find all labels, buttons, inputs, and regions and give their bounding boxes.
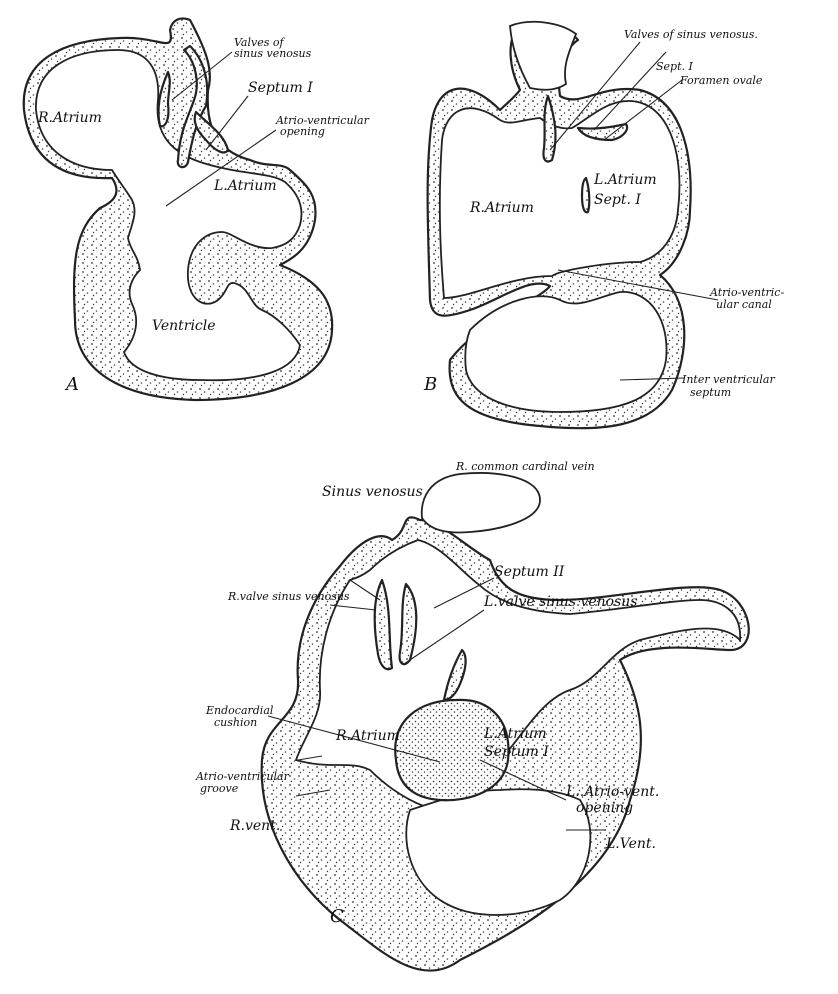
panel-c-label-endo-2: cushion	[214, 716, 257, 729]
panel-c-label-septum2: Septum II	[494, 564, 565, 580]
panel-a-label-l-atrium: L.Atrium	[213, 178, 277, 194]
panel-c-label-r-atrium: R.Atrium	[335, 728, 400, 744]
panel-c-label-sinus: Sinus venosus	[322, 484, 423, 500]
panel-c-label-groove-2: groove	[200, 782, 239, 795]
panel-c-label-r-vent: R.vent.	[229, 818, 280, 834]
panel-a-label-ventricle: Ventricle	[152, 318, 216, 334]
panel-b-ventricle-cavity	[465, 292, 666, 412]
panel-c-label-septum1: Septum I	[484, 744, 549, 760]
panel-b-label-iv-1: Inter ventricular	[681, 373, 775, 386]
panel-b-label-foramen: Foramen ovale	[679, 74, 763, 87]
panel-b-sept-mid	[582, 178, 589, 212]
panel-b-label-sept-top: Sept. I	[656, 60, 694, 73]
panel-b-label-sept-mid: Sept. I	[594, 192, 641, 208]
panel-c-ventricle-cavity	[406, 789, 590, 915]
panel-b-label-r-atrium: R.Atrium	[469, 200, 534, 216]
panel-a-label-septum: Septum I	[248, 80, 313, 96]
panel-b: Valves of sinus venosus. Sept. I Foramen…	[423, 22, 784, 428]
panel-c-label-cardinal: R. common cardinal vein	[455, 460, 595, 473]
panel-c-label-r-valve: R.valve sinus venosus	[227, 590, 350, 603]
panel-a-label-r-atrium: R.Atrium	[37, 110, 102, 126]
panel-c-label-l-atrium: L.Atrium	[483, 726, 547, 742]
panel-c-label-l-opening-1: L..Atrio-vent.	[565, 784, 659, 800]
panel-a-label-valves-2: sinus venosus	[234, 47, 312, 60]
panel-c-cardinal-vein	[422, 473, 540, 532]
panel-c-letter: C	[330, 906, 344, 927]
panel-b-label-canal-2: ular canal	[716, 298, 772, 311]
panel-c-label-l-valve: L.valve sinus venosus	[483, 594, 637, 610]
panel-c-label-l-vent: L.Vent.	[605, 836, 656, 852]
panel-b-letter: B	[423, 374, 437, 395]
panel-b-label-valves: Valves of sinus venosus.	[624, 28, 758, 41]
panel-b-label-l-atrium: L.Atrium	[593, 172, 657, 188]
panel-c-label-l-opening-2: opening	[576, 800, 633, 816]
panel-a-label-av-2: opening	[280, 125, 325, 138]
panel-a-letter: A	[64, 374, 79, 395]
panel-b-label-iv-2: septum	[690, 386, 731, 399]
panel-a: Valves of sinus venosus Septum I Atrio-v…	[24, 18, 370, 400]
panel-c: R. common cardinal vein Sinus venosus Se…	[195, 460, 749, 971]
